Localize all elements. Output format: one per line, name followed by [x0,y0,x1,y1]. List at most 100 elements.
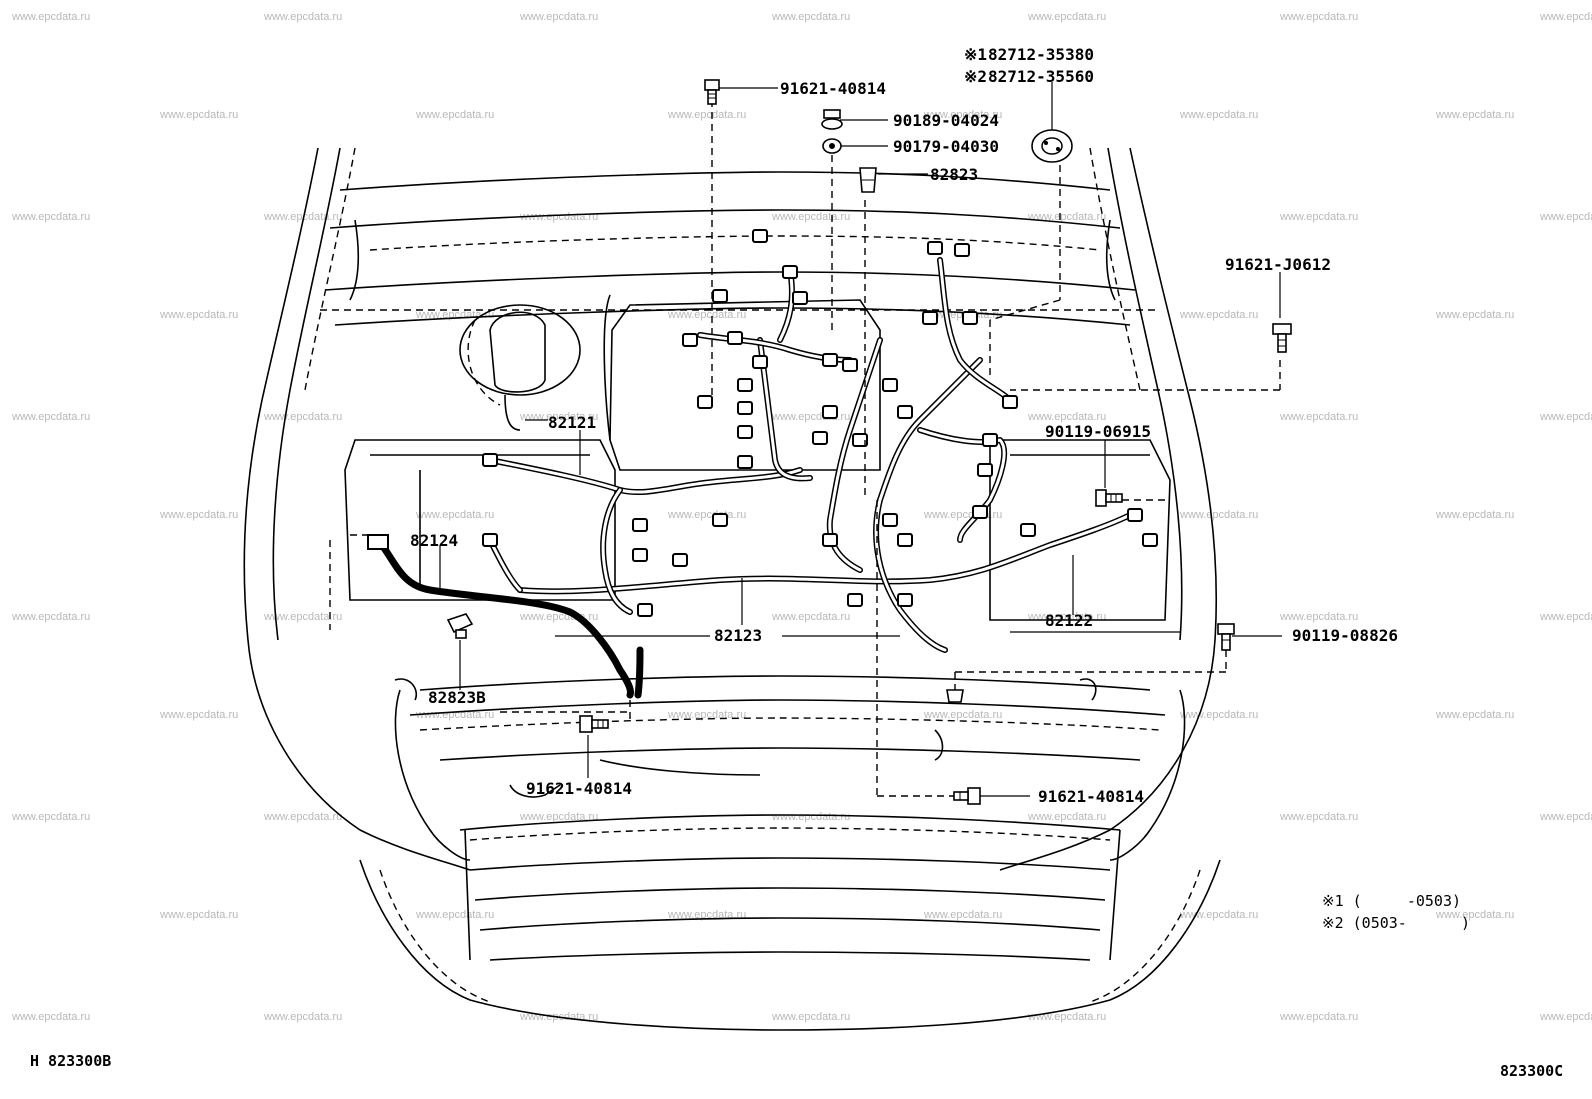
connector-icon [842,358,858,372]
watermark-text: www.epcdata.ru [263,11,342,23]
clip-icon [821,109,843,130]
connector-icon [897,593,913,607]
connector-icon [737,455,753,469]
connector-icon [972,505,988,519]
watermark-text: www.epcdata.ru [1539,211,1592,223]
note-line: ※2 (0503- ) [1322,914,1470,932]
watermark-layer: www.epcdata.ru www.epcdata.ru www.epcdata.… [11,11,1592,1023]
watermark-text: www.epcdata.ru [1279,411,1358,423]
watermark-text: www.epcdata.ru [1539,411,1592,423]
watermark-text: www.epcdata.ru [667,509,746,521]
leader-lines [329,82,1282,797]
connector-icon [1002,395,1018,409]
watermark-text: www.epcdata.ru [519,811,598,823]
connector-icon [782,265,798,279]
connector-icon [752,355,768,369]
watermark-text: www.epcdata.ru [771,411,850,423]
watermark-text: www.epcdata.ru [1435,309,1514,321]
part-number: 91621-40814 [526,779,632,798]
illustration-code-left: H 823300B [30,1052,111,1070]
clip-icon [446,613,474,639]
connector-icon [822,353,838,367]
watermark-text: www.epcdata.ru [1435,509,1514,521]
part-number: 90179-04030 [893,137,999,156]
watermark-text: www.epcdata.ru [923,109,1002,121]
watermark-text: www.epcdata.ru [1279,611,1358,623]
watermark-text: www.epcdata.ru [771,11,850,23]
watermark-text: www.epcdata.ru [667,109,746,121]
connector-icon [632,518,648,532]
bolt-icon [953,787,981,805]
watermark-text: www.epcdata.ru [415,709,494,721]
connector-icon [897,405,913,419]
watermark-text: www.epcdata.ru [415,509,494,521]
harness-82121 [487,457,803,615]
connector-icon [882,378,898,392]
part-number: 82823 [930,165,978,184]
watermark-text: www.epcdata.ru [263,611,342,623]
connector-icon [712,513,728,527]
watermark-text: www.epcdata.ru [923,909,1002,921]
watermark-text: www.epcdata.ru [519,11,598,23]
connector-icon [962,311,978,325]
watermark-text: www.epcdata.ru [1179,309,1258,321]
part-number: 91621-40814 [780,79,886,98]
connector-layer [482,229,1158,617]
connector-icon [882,513,898,527]
connector-icon [637,603,653,617]
watermark-text: www.epcdata.ru [11,11,90,23]
connector-icon [737,401,753,415]
watermark-text: www.epcdata.ru [11,211,90,223]
watermark-text: www.epcdata.ru [415,309,494,321]
watermark-text: www.epcdata.ru [923,709,1002,721]
watermark-text: www.epcdata.ru [1279,1011,1358,1023]
part-number: 82712-35380 [988,45,1094,64]
watermark-text: www.epcdata.ru [1179,709,1258,721]
connector-icon [727,331,743,345]
connector-icon [1020,523,1036,537]
connector-icon [812,431,828,445]
watermark-text: www.epcdata.ru [263,411,342,423]
washer-icon [822,138,842,154]
part-number: 90119-06915 [1045,422,1151,441]
connector-icon [482,453,498,467]
connector-icon [922,311,938,325]
part-number: 91621-J0612 [1225,255,1331,274]
connector-icon [792,291,808,305]
watermark-text: www.epcdata.ru [1435,709,1514,721]
watermark-text: www.epcdata.ru [415,109,494,121]
watermark-text: www.epcdata.ru [1539,611,1592,623]
bolt-icon [1217,623,1235,651]
note-line: ※1 ( -0503) [1322,892,1461,910]
connector-icon [632,548,648,562]
watermark-text: www.epcdata.ru [11,1011,90,1023]
watermark-text: www.epcdata.ru [1027,411,1106,423]
watermark-text: www.epcdata.ru [1179,909,1258,921]
watermark-text: www.epcdata.ru [771,811,850,823]
connector-icon [852,433,868,447]
bolt-icon [1095,489,1123,507]
harness-82124 [367,534,644,699]
watermark-text: www.epcdata.ru [159,109,238,121]
watermark-text: www.epcdata.ru [667,709,746,721]
watermark-text: www.epcdata.ru [1027,211,1106,223]
connector-icon [737,425,753,439]
watermark-text: www.epcdata.ru [771,1011,850,1023]
connector-icon [682,333,698,347]
watermark-text: www.epcdata.ru [159,309,238,321]
watermark-text: www.epcdata.ru [1279,211,1358,223]
part-number: 90189-04024 [893,111,999,130]
part-number: 91621-40814 [1038,787,1144,806]
watermark-text: www.epcdata.ru [1179,109,1258,121]
part-number: 82123 [714,626,762,645]
watermark-text: www.epcdata.ru [1435,109,1514,121]
bolt-icon [946,689,964,703]
connector-icon [847,593,863,607]
connector-icon [482,533,498,547]
connector-icon [1142,533,1158,547]
watermark-text: www.epcdata.ru [1279,11,1358,23]
connector-icon [982,433,998,447]
bolt-icon [704,79,720,105]
variant-notes: ※1 ( -0503) ※2 (0503- ) [1322,892,1470,932]
